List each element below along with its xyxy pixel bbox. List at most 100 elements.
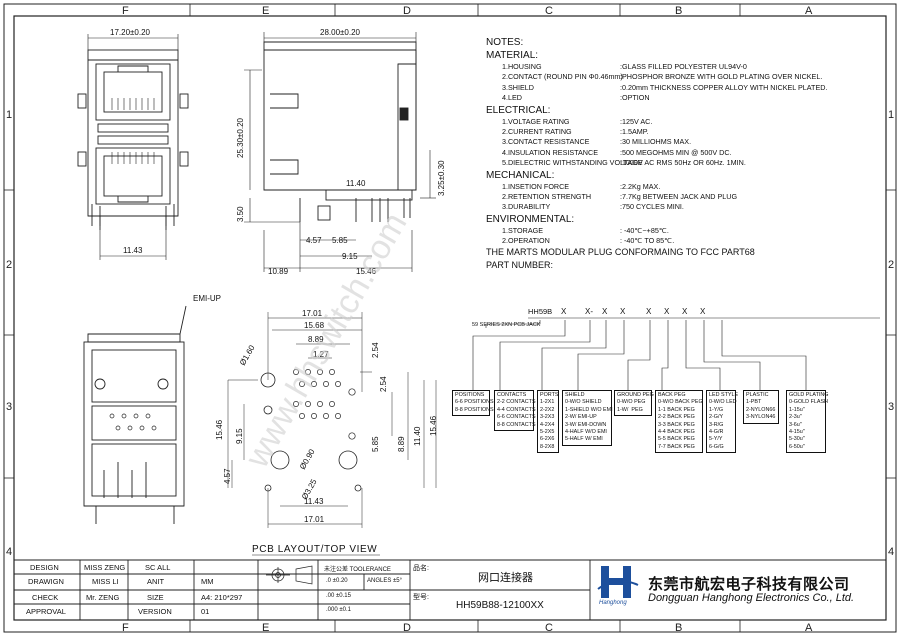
dim-side-width: 28.00±0.20 [320, 28, 361, 37]
title-block-grid [14, 559, 886, 620]
part-x: X [682, 307, 688, 316]
pcb-layout-title: PCB LAYOUT/TOP VIEW [252, 544, 377, 555]
row-label-left: 1 [6, 109, 12, 121]
dim-pcb-1701-top: 17.01 [302, 309, 323, 318]
part-x: X- [585, 307, 593, 316]
row-label-right: 3 [888, 401, 894, 413]
row-label-right: 2 [888, 259, 894, 271]
part-x: X [620, 307, 626, 316]
dim-pcb-hole-090: Ø0.90 [298, 447, 317, 471]
environmental-row: 1.STORAGE: -40℃~+85℃. [486, 226, 886, 236]
model-value: HH59B88-12100XX [456, 600, 544, 611]
inner-border [13, 15, 887, 621]
part-x: X [602, 307, 608, 316]
option-box-lines: 6-6 POSITIONS 8-8 POSITIONS [455, 399, 494, 413]
option-box-title: GROUND PEG [617, 392, 654, 398]
note-key: 5.DIELECTRIC WITHSTANDING VOLTAGE [502, 158, 643, 168]
note-key: 1.HOUSING [502, 62, 542, 71]
part-x: X [561, 307, 567, 316]
electrical-row: 5.DIELECTRIC WITHSTANDING VOLTAGE:1000V … [486, 158, 886, 168]
dim-pcb-254-b: 2.54 [379, 376, 388, 392]
part-x: X [664, 307, 670, 316]
tolerance-3: .000 ±0.1 [326, 607, 351, 613]
design-value: MISS ZENG [84, 563, 126, 572]
note-value: :GLASS FILLED POLYESTER UL94V-0 [620, 62, 747, 71]
dim-pcb-585-right: 5.85 [371, 436, 380, 452]
col-label-bottom: F [122, 622, 129, 634]
zone-ticks [4, 4, 896, 632]
pcb-dimension-lines [227, 312, 437, 528]
option-box-title: LED STYLE [709, 392, 739, 398]
note-key: 1.VOLTAGE RATING [502, 116, 570, 126]
material-row: 2.CONTACT(ROUND PIN Φ0.46mm):PHOSPHOR BR… [486, 72, 886, 82]
note-value: :OPTION [620, 93, 650, 103]
note-value: :30 MILLIOHMS MAX. [620, 137, 692, 147]
logo-subtext: Hanghong [599, 600, 627, 606]
option-box-title: GOLD PLATING [789, 392, 829, 398]
electrical-row: 4.INSULATION RESISTANCE:500 MEGOHMS MIN … [486, 148, 886, 158]
material-row: 4.LED :OPTION [486, 93, 886, 103]
size-value: A4: 210*297 [201, 593, 243, 602]
note-value: : -40℃ TO 85℃. [620, 236, 675, 246]
environmental-heading: ENVIRONMENTAL: [486, 213, 575, 225]
note-key: 4.LED [502, 93, 522, 103]
option-box-lines: 1-2X1 2-2X2 3-2X3 4-2X4 5-2X5 6-2X6 8-2X… [540, 399, 555, 450]
front-view [77, 49, 189, 230]
note-key: 3.DURABILITY [502, 202, 551, 212]
dim-pcb-457-left: 4.57 [223, 468, 232, 484]
note-value: :PHOSPHOR BRONZE WITH GOLD PLATING OVER … [620, 72, 823, 82]
note-key: 2.CURRENT RATING [502, 126, 572, 136]
option-box-lines: 0-W/O LED 1-Y/G 2-G/Y 3-R/G 4-G/R 5-Y/Y … [709, 399, 737, 450]
option-box-lines: 0-W/O BACK PEG 1-1 BACK PEG 2-2 BACK PEG… [658, 399, 703, 450]
col-label-bottom: C [545, 622, 553, 634]
row-label-left: 3 [6, 401, 12, 413]
check-value: Mr. ZENG [86, 593, 120, 602]
projection-symbol [266, 565, 313, 585]
option-box-title: PLASTIC [746, 392, 769, 398]
dim-pcb-127: 1.27 [313, 350, 329, 359]
unit-value: MM [201, 577, 214, 586]
dim-side-585: 5.85 [332, 236, 348, 245]
dim-side-right-height: 3.25±0.30 [437, 160, 446, 196]
size-label: SIZE [147, 593, 164, 602]
note-value: : -40℃~+85℃. [620, 225, 669, 235]
series-label: 59 SERIES 2XN PCB JACK [472, 322, 541, 328]
dim-pcb-1546-left: 15.46 [215, 419, 224, 440]
option-box-lines: 2-2 CONTACTS 4-4 CONTACTS 6-6 CONTACTS 8… [497, 399, 536, 428]
col-label-top: F [122, 5, 129, 17]
design-label: DESIGN [30, 563, 59, 572]
note-key: 2.OPERATION [502, 236, 550, 246]
option-box-title: PORTS [540, 392, 559, 398]
material-row: 3.SHIELD:0.20mm THICKNESS COPPER ALLOY W… [486, 83, 886, 93]
dim-side-1089: 10.89 [268, 267, 289, 276]
dim-pcb-1546-right: 15.46 [429, 415, 438, 436]
electrical-row: 2.CURRENT RATING:1.5AMP. [486, 127, 886, 137]
dim-pcb-hole-160: Ø1.60 [238, 343, 257, 367]
row-label-left: 2 [6, 259, 12, 271]
name-label: 品名: [413, 565, 429, 572]
note-key: 2.RETENTION STRENGTH [502, 191, 592, 201]
dim-side-1140: 11.40 [346, 179, 366, 188]
note-key: 2.CONTACT [502, 72, 543, 82]
dim-pcb-1701-bottom: 17.01 [304, 515, 325, 524]
front-dimension-lines [87, 34, 179, 260]
name-value: 网口连接器 [478, 572, 533, 584]
pcb-layout [260, 369, 362, 492]
notes-panel: NOTES: MATERIAL: 1.HOUSING:GLASS FILLED … [486, 36, 886, 272]
note-value: :1000V AC RMS 50Hz OR 60Hz. 1MIN. [620, 158, 746, 168]
note-value: :0.20mm THICKNESS COPPER ALLOY WITH NICK… [620, 82, 828, 92]
tolerance-title: 未注公差 TOOLERANCE [324, 567, 391, 573]
notes-title: NOTES: [486, 37, 524, 48]
tolerance-2: .00 ±0.15 [326, 593, 351, 599]
option-box-title: POSITIONS [455, 392, 485, 398]
material-row: 1.HOUSING :GLASS FILLED POLYESTER UL94V-0 [486, 62, 886, 72]
option-box-title: SHIELD [565, 392, 585, 398]
dim-pcb-1143: 11.43 [304, 497, 324, 506]
side-view [263, 41, 417, 222]
